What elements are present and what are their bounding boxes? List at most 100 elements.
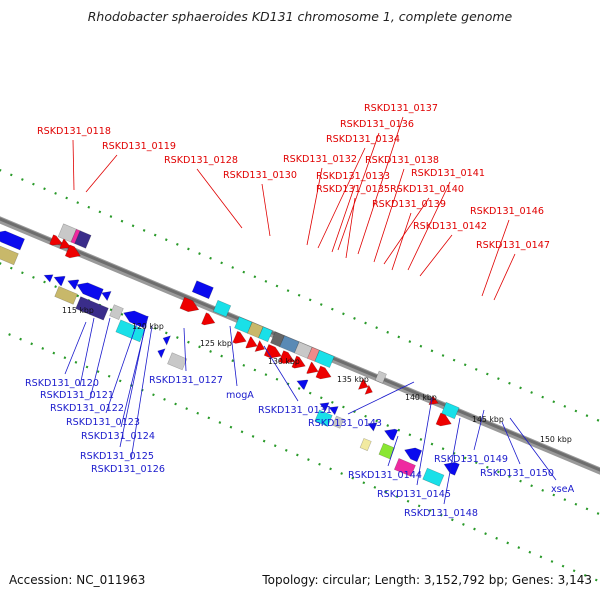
track-guides — [0, 168, 600, 583]
bottom-leader-3 — [89, 317, 111, 400]
reverse-gene-17 — [328, 406, 339, 416]
forward-gene-28 — [364, 384, 373, 395]
forward-gene-21 — [254, 339, 266, 353]
top-gene-label: RSKD131_0137 — [364, 103, 438, 114]
map-title: Rhodobacter sphaeroides KD131 chromosome… — [87, 9, 513, 24]
forward-gene-31 — [435, 412, 452, 427]
tick-label-1: 115 kbp — [62, 306, 94, 315]
top-leader-17 — [493, 253, 516, 301]
top-leader-13 — [383, 197, 430, 265]
top-leader-5 — [306, 167, 323, 246]
bottom-gene-label: RSKD131_0121 — [40, 390, 114, 401]
forward-gene-7 — [191, 280, 214, 300]
reverse-gene-24 — [404, 447, 423, 463]
top-leader-16 — [481, 219, 510, 297]
top-leader-12 — [391, 212, 412, 271]
bottom-leader-8 — [183, 327, 187, 372]
bottom-gene-label: RSKD131_0131 — [258, 405, 332, 416]
forward-gene-labels: RSKD131_0118RSKD131_0119RSKD131_0128RSKD… — [37, 103, 550, 251]
reverse-gene-7 — [101, 291, 112, 302]
top-leader-4 — [261, 183, 271, 237]
label-leader-lines — [64, 116, 557, 505]
reverse-gene-labels: RSKD131_0120RSKD131_0121RSKD131_0122RSKD… — [25, 375, 575, 519]
forward-gene-25 — [306, 361, 319, 374]
forward-gene-5 — [59, 238, 72, 249]
reverse-gene-8 — [54, 286, 78, 305]
bottom-gene-label: RSKD131_0125 — [80, 451, 154, 462]
top-gene-label: RSKD131_0118 — [37, 126, 111, 137]
reverse-gene-18 — [314, 409, 333, 427]
reverse-gene-21 — [383, 428, 399, 441]
forward-gene-22 — [263, 344, 282, 359]
top-leader-1 — [72, 139, 75, 191]
forward-gene-9 — [179, 296, 200, 313]
bottom-gene-label: RSKD131_0144 — [348, 470, 422, 481]
reverse-gene-5 — [67, 279, 80, 290]
reverse-gene-6 — [76, 282, 104, 301]
top-gene-label: RSKD131_0128 — [164, 155, 238, 166]
tick-label-7: 145 kbp — [472, 415, 504, 424]
top-gene-label: RSKD131_0134 — [326, 134, 400, 145]
reverse-gene-3 — [43, 274, 54, 283]
top-gene-label: RSKD131_0133 — [316, 171, 390, 182]
bottom-leader-13 — [416, 397, 433, 486]
bottom-leader-6 — [119, 321, 147, 448]
bottom-gene-label: RSKD131_0150 — [480, 468, 554, 479]
tick-label-3: 125 kbp — [200, 339, 232, 348]
top-leader-15 — [419, 234, 453, 277]
bottom-gene-label: RSKD131_0124 — [81, 431, 155, 442]
bottom-gene-label: RSKD131_0143 — [308, 418, 382, 429]
bottom-leader-10 — [263, 345, 299, 402]
reverse-gene-16 — [319, 402, 330, 412]
top-gene-label: RSKD131_0141 — [411, 168, 485, 179]
reverse-gene-26 — [422, 467, 445, 487]
reverse-gene-23 — [378, 442, 395, 460]
forward-gene-8 — [212, 299, 232, 318]
bottom-gene-label: RSKD131_0122 — [50, 403, 124, 414]
top-gene-label: RSKD131_0135 — [316, 184, 390, 195]
top-leader-7 — [317, 147, 366, 249]
reverse-gene-2 — [0, 245, 19, 266]
top-gene-label: RSKD131_0138 — [365, 155, 439, 166]
forward-gene-10 — [201, 312, 216, 326]
reverse-gene-27 — [443, 461, 460, 476]
bottom-gene-label: RSKD131_0120 — [25, 378, 99, 389]
reverse-gene-9 — [75, 296, 109, 321]
reverse-gene-15 — [167, 352, 188, 371]
reverse-gene-4 — [53, 275, 66, 287]
tick-label-6: 140 kbp — [405, 393, 437, 402]
bottom-leader-7 — [130, 325, 153, 461]
top-gene-label: RSKD131_0146 — [470, 206, 544, 217]
reverse-gene-19 — [332, 415, 345, 429]
reverse-gene-14 — [157, 348, 166, 359]
reverse-gene-13 — [162, 335, 172, 346]
tick-label-4: 130 kbp — [268, 357, 300, 366]
top-leader-3 — [196, 168, 243, 229]
bottom-gene-label: xseA — [551, 484, 575, 495]
top-leader-11 — [373, 168, 405, 263]
forward-gene-19 — [232, 330, 247, 344]
top-gene-label: RSKD131_0130 — [223, 170, 297, 181]
forward-gene-27 — [357, 377, 369, 390]
bottom-leader-2 — [79, 317, 95, 387]
accession-text: Accession: NC_011963 — [9, 573, 146, 587]
reverse-gene-10 — [109, 304, 124, 320]
top-leader-6 — [331, 184, 356, 253]
top-leader-8 — [345, 197, 356, 259]
top-leader-2 — [85, 154, 118, 193]
forward-gene-4 — [49, 234, 64, 246]
reverse-gene-20 — [367, 422, 378, 432]
reverse-gene-1 — [0, 230, 25, 251]
bottom-gene-label: RSKD131_0127 — [149, 375, 223, 386]
top-leader-14 — [407, 181, 451, 271]
bottom-leader-12 — [387, 435, 399, 467]
forward-gene-23 — [278, 350, 295, 364]
track-guide-3 — [0, 329, 600, 583]
top-gene-label: RSKD131_0147 — [476, 240, 550, 251]
bottom-gene-label: RSKD131_0123 — [66, 417, 140, 428]
forward-gene-20 — [245, 336, 258, 349]
bottom-gene-label: RSKD131_0148 — [404, 508, 478, 519]
bottom-leader-11 — [347, 381, 415, 415]
